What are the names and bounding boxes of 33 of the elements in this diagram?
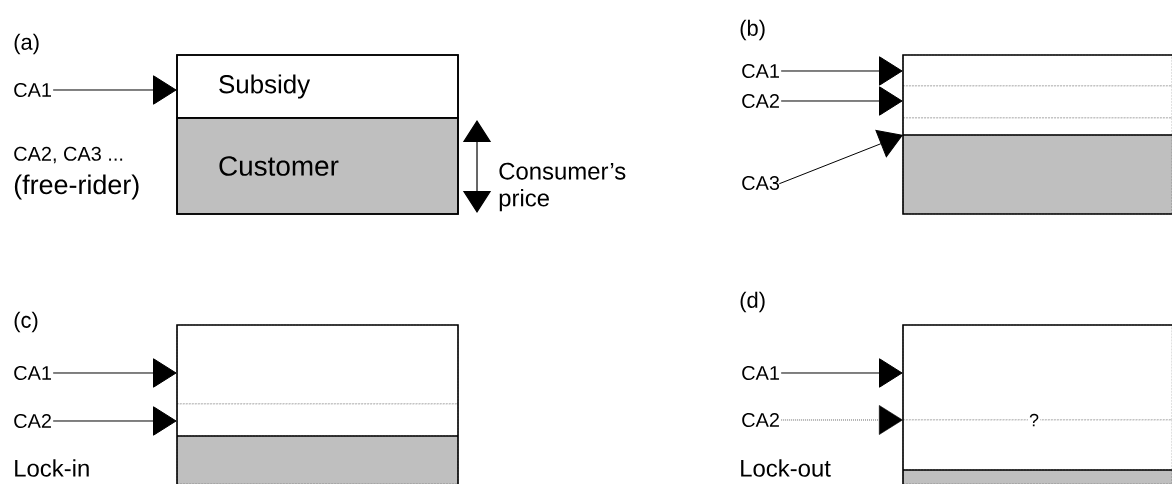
note-text: (free-rider) xyxy=(14,174,139,200)
bar-segment: Subsidy xyxy=(176,54,459,119)
bar-segment xyxy=(902,54,1172,87)
panel-label: (b) xyxy=(740,19,765,41)
actor-label: CA1 xyxy=(742,63,779,79)
arrow xyxy=(780,86,903,116)
bar-segment xyxy=(176,403,459,437)
bar-segment xyxy=(902,134,1172,215)
bar-segment: Customer xyxy=(176,117,459,215)
arrow xyxy=(780,358,903,388)
panel-label: (c) xyxy=(14,311,38,333)
arrow xyxy=(778,129,903,185)
arrow xyxy=(52,358,177,388)
actor-label: CA2 xyxy=(14,413,51,429)
case-label: Lock-in xyxy=(15,459,89,477)
arrow xyxy=(52,75,177,105)
actor-label: CA1 xyxy=(14,82,51,98)
panel-label: (a) xyxy=(14,33,39,55)
actor-label: CA1 xyxy=(742,365,779,381)
dimension-label: Consumer’s price xyxy=(499,162,626,212)
bar-segment xyxy=(176,435,459,484)
actor-label: CA1 xyxy=(14,365,51,381)
actor-label: CA3 xyxy=(742,175,780,191)
arrow xyxy=(52,406,177,436)
arrow xyxy=(780,405,903,435)
actor-label: CA2 xyxy=(742,93,779,109)
note-text: CA2, CA3 ... xyxy=(14,146,123,164)
bar-segment xyxy=(902,117,1172,136)
arrow xyxy=(780,56,903,86)
actor-label: CA2 xyxy=(742,412,779,428)
case-label: Lock-out xyxy=(741,459,831,477)
question-mark: ? xyxy=(1028,412,1040,428)
panel-label: (d) xyxy=(740,291,765,313)
